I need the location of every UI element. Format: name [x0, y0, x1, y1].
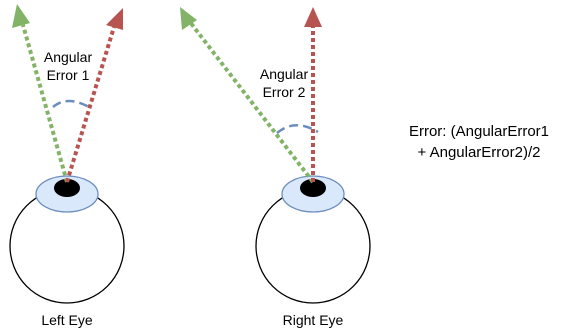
- left-true-gaze-arrowhead: [106, 8, 123, 30]
- left-predicted-gaze-line: [21, 24, 69, 183]
- formula-line1: Error: (AngularError1: [409, 123, 549, 140]
- right-angle-label-line2: Error 2: [263, 84, 306, 100]
- right-angle-label-line1: Angular: [260, 66, 309, 82]
- right-eye-group: Angular Error 2 Right Eye: [180, 7, 371, 328]
- formula-line2: + AngularError2)/2: [418, 144, 541, 161]
- right-pupil: [300, 179, 326, 197]
- left-angle-arc: [52, 99, 90, 109]
- left-pupil: [54, 179, 80, 197]
- right-true-gaze-arrowhead: [304, 7, 322, 27]
- right-angle-arc: [276, 124, 319, 134]
- left-true-gaze-line: [65, 26, 116, 183]
- right-predicted-gaze-line: [188, 20, 315, 184]
- left-eye-caption: Left Eye: [41, 312, 93, 328]
- right-predicted-gaze-arrowhead: [180, 7, 197, 30]
- left-angle-label-line1: Angular: [44, 49, 93, 65]
- left-eye-group: Angular Error 1 Left Eye: [9, 4, 125, 328]
- left-predicted-gaze-arrowhead: [12, 4, 30, 28]
- right-eye-caption: Right Eye: [283, 312, 344, 328]
- error-formula: Error: (AngularError1 + AngularError2)/2: [409, 123, 549, 161]
- left-angle-label-line2: Error 1: [47, 67, 90, 83]
